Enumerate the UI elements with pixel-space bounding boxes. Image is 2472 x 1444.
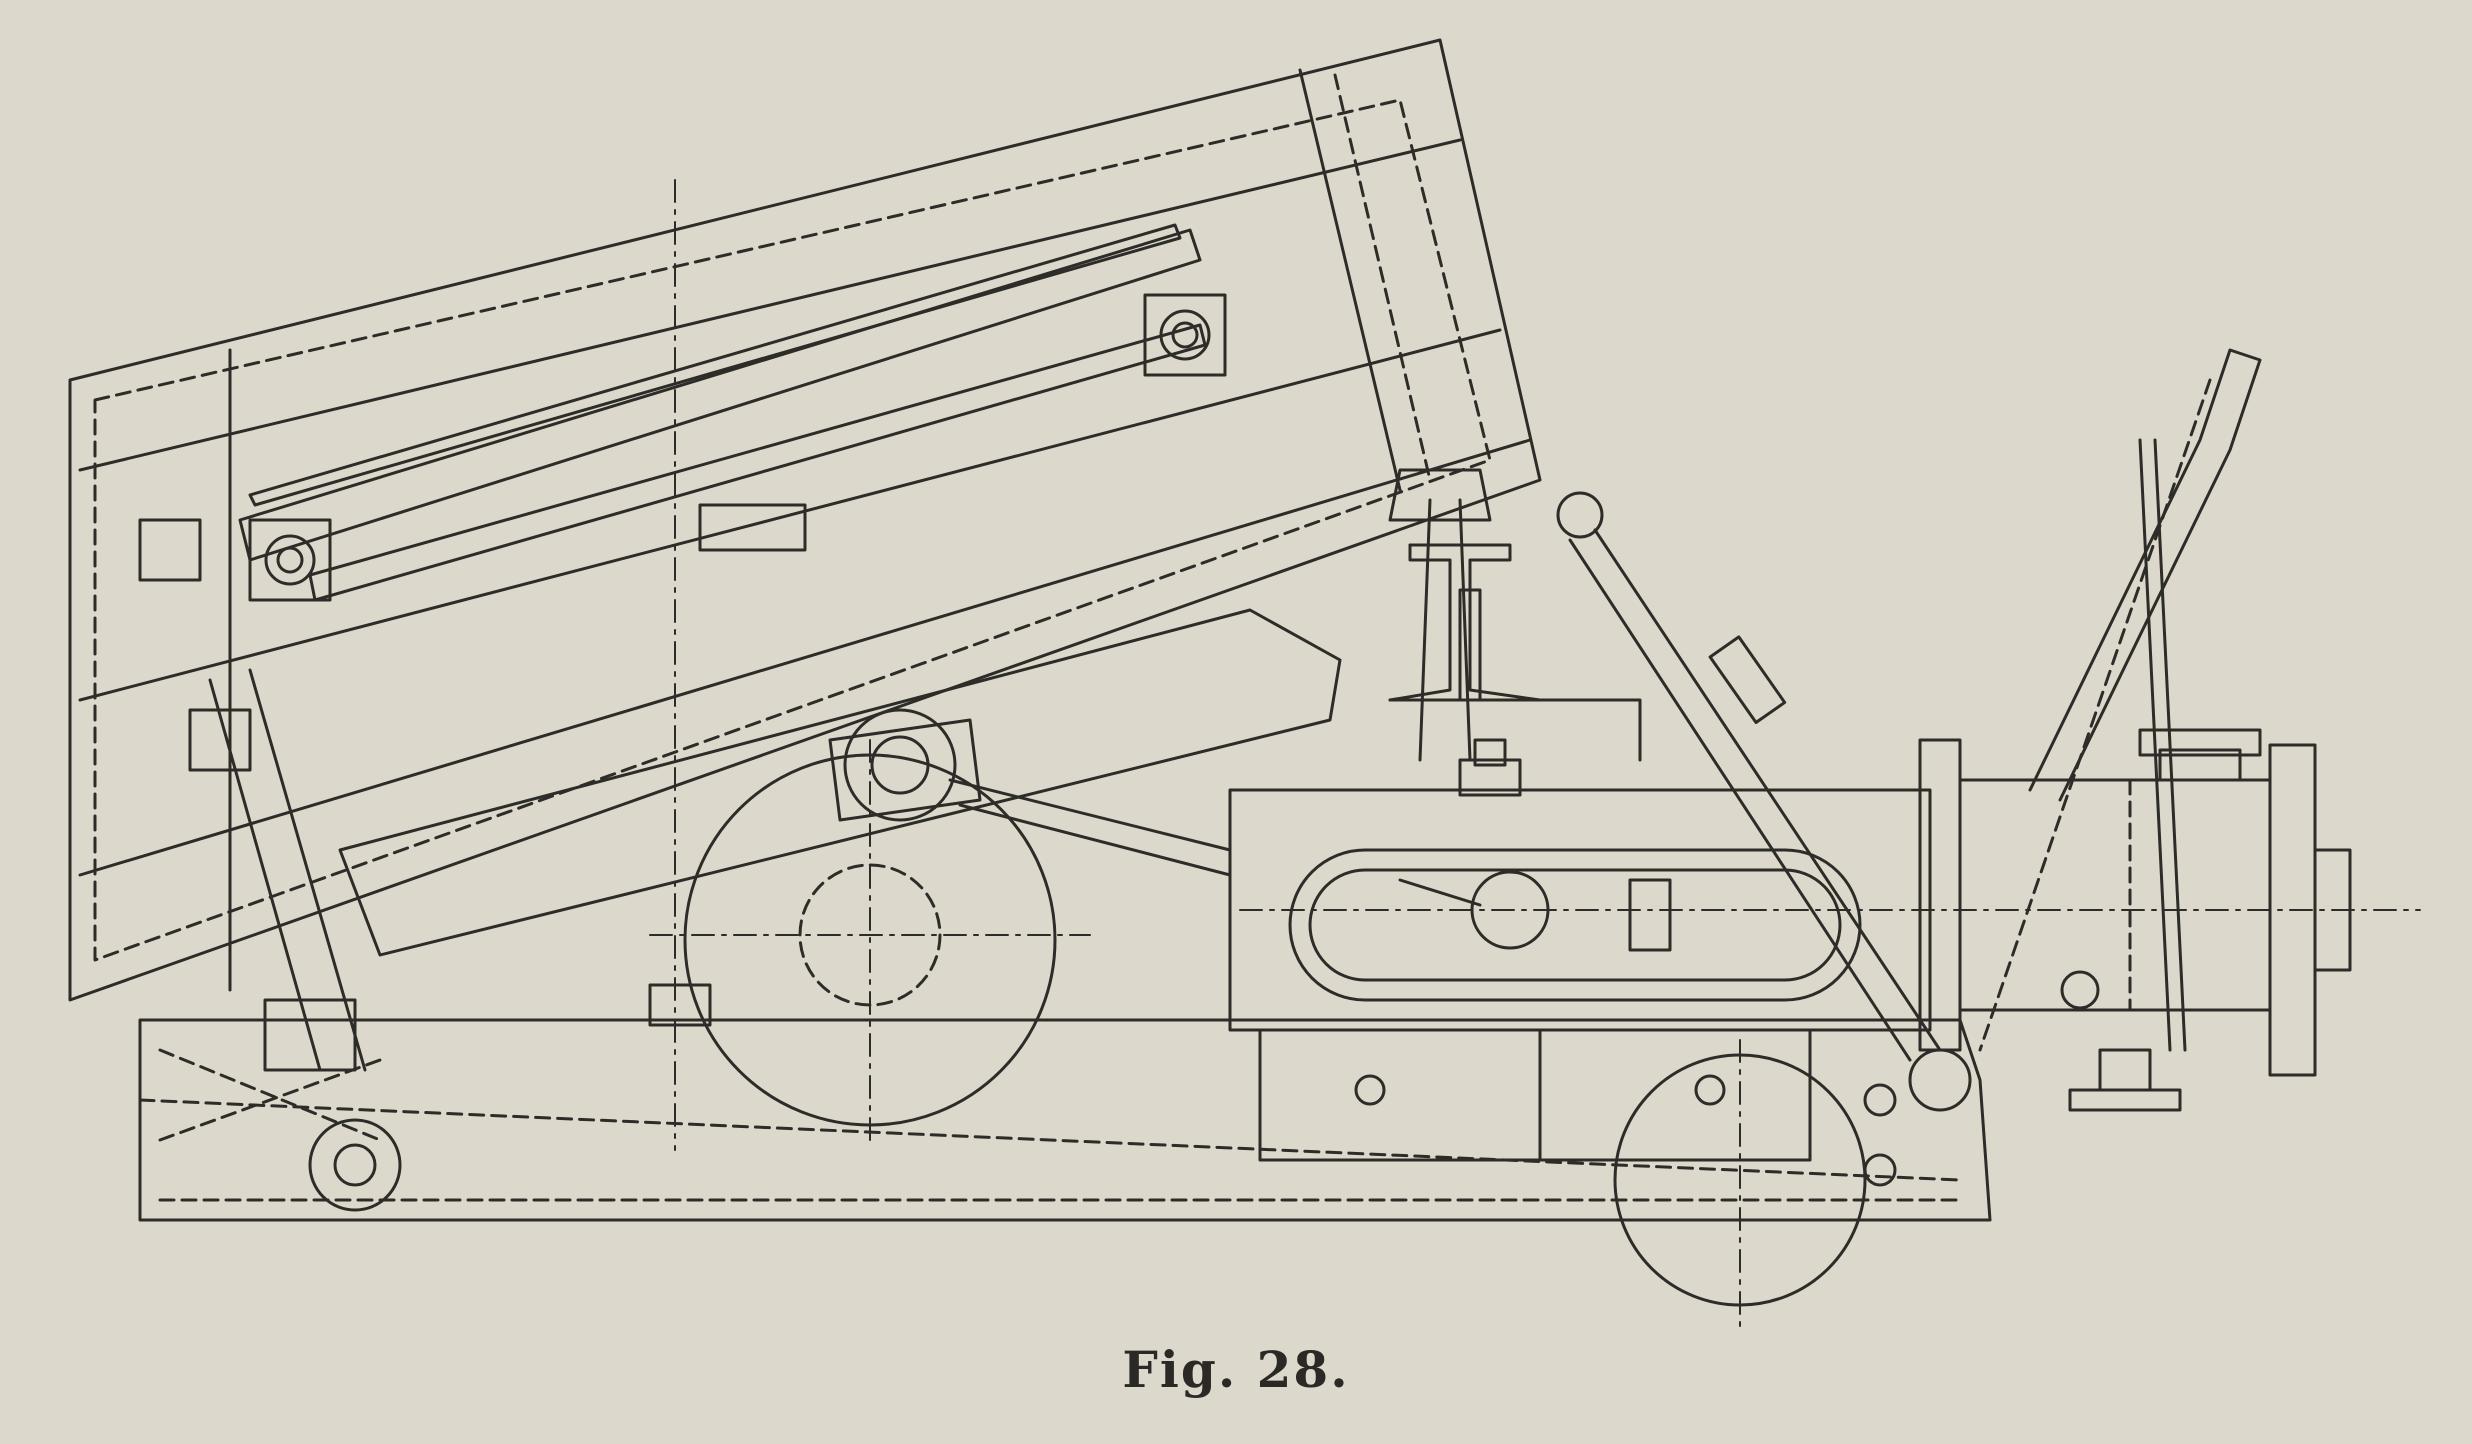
tilted-body: [68, 38, 1542, 1151]
eccentric-clamp: [828, 708, 1232, 877]
base-frame: [138, 983, 1992, 1222]
cylinder-head: [1918, 728, 2352, 1112]
steam-cylinder: [1228, 588, 2421, 1032]
i-beam: [1388, 543, 1542, 702]
spring-coil-left: [248, 518, 332, 602]
spring-coil-right: [1143, 293, 1227, 377]
control-levers: [1863, 348, 2262, 1187]
figure-caption: Fig. 28.: [1122, 1340, 1350, 1399]
left-support: [158, 668, 402, 1212]
upper-link: [1556, 491, 1942, 1062]
rear-wheel: [1613, 1039, 1867, 1331]
flywheel: [649, 739, 1091, 1141]
